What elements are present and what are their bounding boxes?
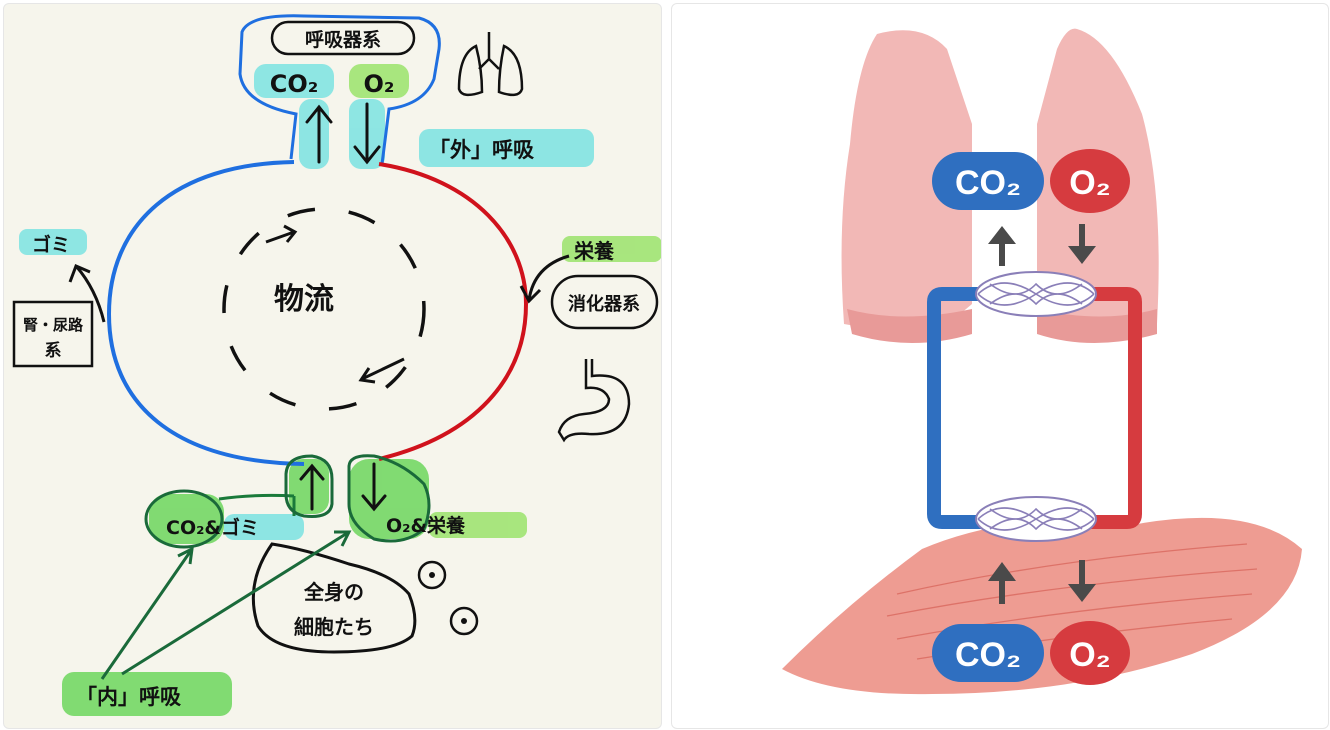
garbage-arrow xyxy=(68,264,106,323)
nutrients-arrow xyxy=(519,254,570,304)
digestive-label: 消化器系 xyxy=(568,293,640,315)
co2-top-highlight xyxy=(254,64,334,98)
garbage-bottom-highlight xyxy=(224,514,304,540)
co2-bottom-chip-label: CO₂ xyxy=(955,636,1021,674)
up-arrow-bottom-oval xyxy=(284,454,334,518)
illustration-panel: CO₂ O₂ CO₂ O₂ xyxy=(671,3,1329,729)
tissue-capillaries xyxy=(975,496,1097,542)
sketch-diagram: 呼吸器系 CO₂ O₂ 「外」呼吸 物流 ゴミ 腎・尿路 系 栄養 xyxy=(12,14,661,716)
nutrients-label: 栄養 xyxy=(573,239,615,263)
cells-label-1: 全身の xyxy=(303,580,364,604)
arterial-loop xyxy=(378,162,529,461)
flow-arrow-bottom xyxy=(358,357,405,384)
co2-top-chip xyxy=(932,152,1044,210)
sketch-panel: 呼吸器系 CO₂ O₂ 「外」呼吸 物流 ゴミ 腎・尿路 系 栄養 xyxy=(3,3,662,729)
down-arrow-bottom xyxy=(361,462,387,512)
o2-bottom-chip xyxy=(1050,621,1130,685)
down-arrow-lung xyxy=(1068,224,1096,264)
logistics-label: 物流 xyxy=(274,282,334,317)
muscle xyxy=(782,517,1302,695)
co2-bottom-highlight xyxy=(149,494,224,544)
cells-label-2: 細胞たち xyxy=(294,615,374,639)
cells-blob xyxy=(251,542,417,654)
internal-respiration-highlight xyxy=(62,672,232,716)
o2-top-chip-label: O₂ xyxy=(1069,164,1111,202)
up-arrow-tissue xyxy=(988,562,1016,604)
o2-bottom-chip-label: O₂ xyxy=(1069,636,1111,674)
flow-circle xyxy=(222,207,426,411)
lung-capillaries xyxy=(975,271,1097,317)
o2-top-label: O₂ xyxy=(364,70,395,98)
venous-loop xyxy=(106,160,305,466)
respiratory-label: 呼吸器系 xyxy=(305,29,381,51)
flow-arrow-top xyxy=(265,224,298,244)
down-arrow-tissue xyxy=(1068,560,1096,602)
up-arrow-bottom xyxy=(299,463,325,511)
internal-respiration-label: 「内」呼吸 xyxy=(76,685,182,709)
stomach-doodle xyxy=(557,359,631,443)
o2-top-chip xyxy=(1050,149,1130,213)
kidney-label-2: 系 xyxy=(45,341,62,361)
o2-bottom-label: O₂&栄養 xyxy=(386,514,466,537)
kidney-box xyxy=(12,300,94,368)
digestive-oval xyxy=(550,274,659,330)
cell-doodle-2 xyxy=(449,606,479,636)
bottom-connector xyxy=(218,493,296,516)
garbage-label: ゴミ xyxy=(32,233,70,256)
external-respiration-label: 「外」呼吸 xyxy=(429,138,535,162)
internal-arrow-2 xyxy=(121,530,352,676)
arterial-vessel xyxy=(1010,287,1142,529)
o2-bottom-highlight xyxy=(349,459,429,539)
co2-bottom-label: CO₂&ゴミ xyxy=(166,516,259,539)
venous-vessel xyxy=(927,287,1010,529)
kidney-label-1: 腎・尿路 xyxy=(23,316,84,334)
right-lung-shadow xyxy=(1037,309,1157,343)
left-lung xyxy=(841,30,972,336)
up-arrow-lung xyxy=(988,226,1016,266)
co2-top-chip-label: CO₂ xyxy=(955,164,1021,202)
nutrients-highlight xyxy=(562,236,661,262)
down-arrow-top xyxy=(353,102,381,165)
garbage-highlight xyxy=(19,229,87,255)
external-respiration-highlight xyxy=(419,129,594,167)
respiratory-oval xyxy=(270,20,416,56)
lungs-doodle xyxy=(457,32,524,97)
co2-top-label: CO₂ xyxy=(270,70,319,98)
co2-bottom-oval xyxy=(144,489,224,549)
respiratory-outline xyxy=(238,14,441,165)
illustration-diagram: CO₂ O₂ CO₂ O₂ xyxy=(782,28,1302,695)
cell-doodle-1 xyxy=(417,560,447,590)
up-arrow-top-highlight xyxy=(299,99,329,169)
nutrients-bottom-highlight xyxy=(429,512,527,538)
up-arrow-top xyxy=(305,104,333,164)
internal-arrow-1 xyxy=(100,546,194,680)
co2-bottom-chip xyxy=(932,624,1044,682)
o2-bottom-oval xyxy=(347,454,431,543)
o2-top-highlight xyxy=(349,64,409,98)
